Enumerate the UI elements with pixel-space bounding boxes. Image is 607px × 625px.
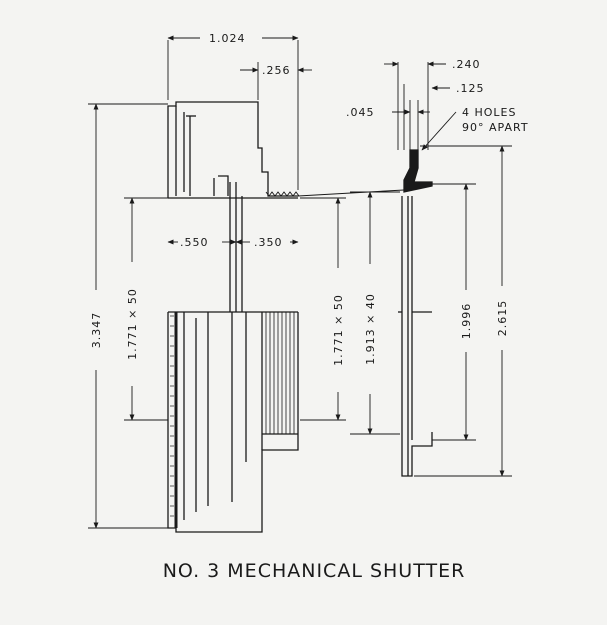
shutter-body: [167, 101, 300, 533]
knurl-edge: [170, 315, 174, 517]
dim-body-right: .350: [254, 236, 283, 249]
holes-note-line1: 4 HOLES: [462, 106, 517, 119]
dim-thread-center: 1.771 × 50: [332, 294, 345, 366]
dim-bore: 1.996: [460, 303, 473, 340]
dim-outer-diameter: 3.347: [90, 312, 103, 349]
dimension-lines: [88, 35, 512, 529]
dim-thread-left: 1.771 × 50: [126, 288, 139, 360]
holes-note-line2: 90° APART: [462, 121, 529, 134]
dim-mount-diameter: 2.615: [496, 300, 509, 337]
bottom-profile: [167, 312, 299, 533]
bottom-thread: [265, 312, 295, 434]
dim-overall-length: 1.024: [209, 32, 246, 45]
dimension-labels: 1.024 .256 .240 .125 .045 4 HOLES 90° AP…: [90, 32, 529, 366]
dim-thread-front: 1.913 × 40: [364, 293, 377, 365]
dim-slot-offset: .045: [346, 106, 375, 119]
top-profile: [167, 101, 298, 198]
dim-slot-width: .125: [456, 82, 485, 95]
top-thread: [265, 191, 300, 197]
drawing-title: NO. 3 MECHANICAL SHUTTER: [163, 560, 466, 582]
dim-body-left: .550: [180, 236, 209, 249]
adapter-ring: [297, 149, 433, 477]
dim-outer-flange: .240: [452, 58, 481, 71]
dim-flange-width: .256: [262, 64, 291, 77]
